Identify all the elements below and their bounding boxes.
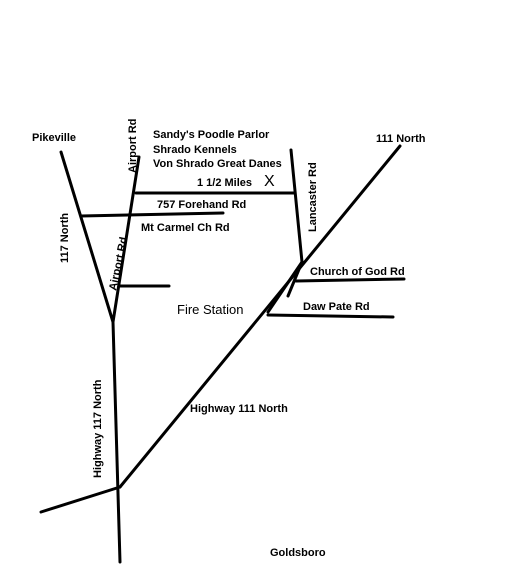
road-west-spur xyxy=(39,485,122,514)
road-label-highway-117-north: Highway 117 North xyxy=(92,379,104,478)
road-daw-pate-rd xyxy=(266,313,395,319)
place-pikeville: Pikeville xyxy=(32,132,76,144)
place-fire-station: Fire Station xyxy=(177,302,243,317)
road-label-daw-pate-rd: Daw Pate Rd xyxy=(303,301,370,313)
road-label-mt-carmel-ch-rd: Mt Carmel Ch Rd xyxy=(141,222,230,234)
road-lancaster-rd xyxy=(289,148,304,264)
road-label-church-of-god-rd: Church of God Rd xyxy=(310,266,405,278)
road-lancaster-connector-a xyxy=(266,260,304,314)
road-label-highway-111-north: Highway 111 North xyxy=(190,403,288,415)
business-line-2: Shrado Kennels xyxy=(153,144,237,156)
destination-marker: X xyxy=(264,173,275,190)
road-label-117-north: 117 North xyxy=(59,213,71,263)
road-label-airport-rd-top: Airport Rd xyxy=(127,119,139,173)
business-line-1: Sandy's Poodle Parlor xyxy=(153,129,270,141)
road-airport-rd xyxy=(111,155,141,324)
road-label-airport-rd-lower: Airport Rd xyxy=(107,236,130,292)
road-church-of-god-rd xyxy=(294,277,406,283)
road-117-north xyxy=(59,150,115,324)
road-forehand-rd xyxy=(79,211,225,218)
road-highway-117-north xyxy=(111,320,122,564)
road-label-forehand-rd: 757 Forehand Rd xyxy=(157,199,246,211)
distance-label: 1 1/2 Miles xyxy=(197,177,252,189)
road-label-111-north: 111 North xyxy=(376,133,426,145)
road-highway-111-north xyxy=(118,144,402,489)
place-goldsboro: Goldsboro xyxy=(270,547,326,559)
road-label-lancaster-rd: Lancaster Rd xyxy=(307,162,319,232)
road-lancaster-connector-b xyxy=(286,260,304,298)
business-line-3: Von Shrado Great Danes xyxy=(153,158,282,170)
